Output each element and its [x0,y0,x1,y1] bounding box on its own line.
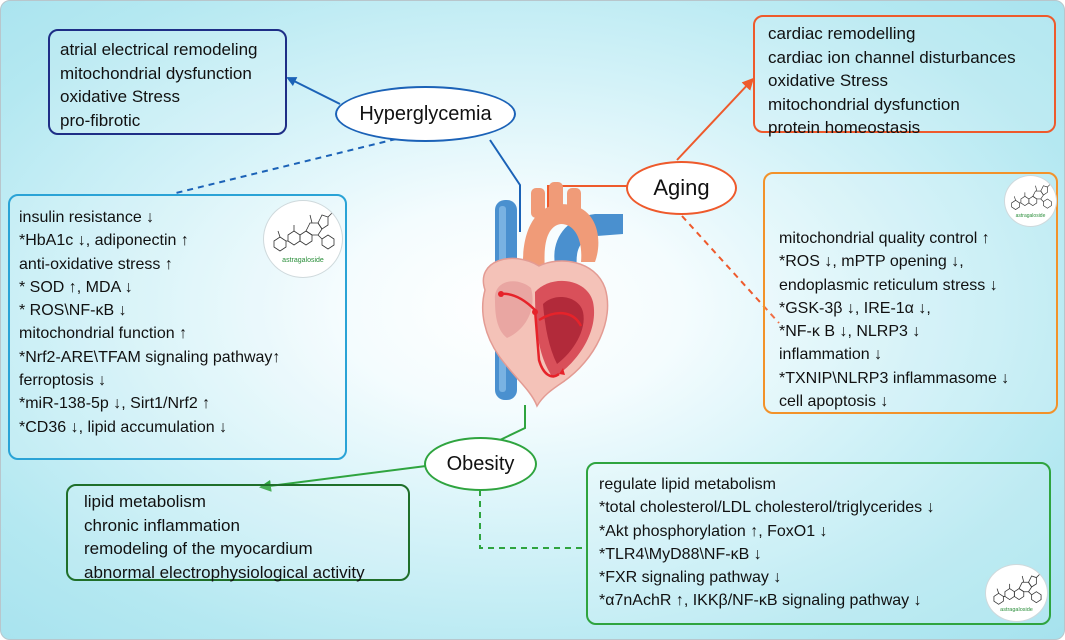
aging-arrow [676,77,755,161]
molecule-structure-icon [993,572,1042,605]
aging-effect: cardiac ion channel disturbances [768,47,1016,67]
astragaloside-effect: *TXNIP\NLRP3 inflammasome ↓ [779,369,1010,387]
hyperglycemia-effect: mitochondrial dysfunction [60,63,252,83]
obesity-astragaloside-box: regulate lipid metabolism *total cholest… [586,462,1051,625]
astragaloside-effect: anti-oxidative stress ↑ [19,255,173,273]
astragaloside-molecule-badge: astragaloside [1004,175,1057,227]
aging-dashed-link [681,215,780,324]
molecule-structure-icon [1011,182,1052,210]
hyperglycemia-node: Hyperglycemia [335,86,516,142]
hyperglycemia-effect: atrial electrical remodeling [60,40,258,59]
astragaloside-effect: endoplasmic reticulum stress ↓ [779,276,998,294]
obesity-node: Obesity [424,437,537,491]
astragaloside-effect: regulate lipid metabolism [599,476,776,493]
molecule-structure-icon [273,210,335,252]
hyperglycemia-label: Hyperglycemia [359,102,492,125]
hyperglycemia-heart-link [489,139,521,232]
astragaloside-effect: *α7nAchR ↑, IKKβ/NF-κB signaling pathway… [599,592,922,610]
astragaloside-effect: cell apoptosis ↓ [779,393,889,411]
astragaloside-effect: * SOD ↑, MDA ↓ [19,278,133,296]
astragaloside-effect: inflammation ↓ [779,346,883,364]
hyperglycemia-effect: oxidative Stress [60,87,180,106]
astragaloside-effect: mitochondrial function ↑ [19,325,188,343]
astragaloside-effect: mitochondrial quality control ↑ [779,230,990,247]
obesity-effect: chronic inflammation [84,515,240,535]
astragaloside-effect: *Akt phosphorylation ↑, FoxO1 ↓ [599,522,828,540]
molecule-label: astragaloside [282,257,324,264]
aging-effect: cardiac remodelling [768,24,916,43]
molecule-label: astragaloside [1015,213,1046,219]
astragaloside-molecule-badge: astragaloside [985,564,1048,622]
obesity-effect: abnormal electrophysiological activity [84,562,365,582]
astragaloside-effect: *TLR4\MyD88\NF-κB ↓ [599,545,762,563]
aging-effect: oxidative Stress [768,71,888,90]
molecule-label: astragaloside [1000,607,1033,613]
astragaloside-effect: *ROS ↓, mPTP opening ↓, [779,253,964,271]
obesity-effect: remodeling of the myocardium [84,539,313,558]
obesity-arrow [259,465,427,492]
astragaloside-effect: *CD36 ↓, lipid accumulation ↓ [19,418,228,436]
aging-astragaloside-box: mitochondrial quality control ↑ *ROS ↓, … [763,172,1058,414]
astragaloside-effect: *Nrf2-ARE\TFAM signaling pathway↑ [19,348,281,366]
hyperglycemia-dashed-link [171,138,397,195]
aging-effect: protein homeostasis [768,118,921,137]
astragaloside-effect: ferroptosis ↓ [19,372,107,390]
astragaloside-effect: *miR-138-5p ↓, Sirt1/Nrf2 ↑ [19,395,211,413]
obesity-effect: lipid metabolism [84,492,206,511]
astragaloside-effect: *HbA1c ↓, adiponectin ↑ [19,232,189,250]
obesity-dashed-link [479,490,586,549]
obesity-effects-box: lipid metabolism chronic inflammation re… [66,484,410,582]
aging-label: Aging [653,175,710,200]
astragaloside-effect: insulin resistance ↓ [19,209,155,226]
aging-effect: mitochondrial dysfunction [768,94,960,114]
obesity-heart-link [499,405,526,441]
hyperglycemia-effects-box: atrial electrical remodeling mitochondri… [48,29,287,135]
astragaloside-effect: *NF-κ B ↓, NLRP3 ↓ [779,323,921,341]
heart-illustration [481,182,623,408]
aging-node: Aging [626,161,737,215]
hyperglycemia-effect: pro-fibrotic [60,110,141,130]
obesity-label: Obesity [446,452,515,475]
astragaloside-effect: *FXR signaling pathway ↓ [599,569,782,587]
astragaloside-molecule-badge: astragaloside [263,200,343,278]
astragaloside-effect: * ROS\NF-κB ↓ [19,302,127,320]
aging-effects-box: cardiac remodelling cardiac ion channel … [753,15,1056,137]
astragaloside-effect: *GSK-3β ↓, IRE-1α ↓, [779,299,931,317]
hyperglycemia-arrow [286,77,341,105]
astragaloside-effect: *total cholesterol/LDL cholesterol/trigl… [599,499,935,517]
